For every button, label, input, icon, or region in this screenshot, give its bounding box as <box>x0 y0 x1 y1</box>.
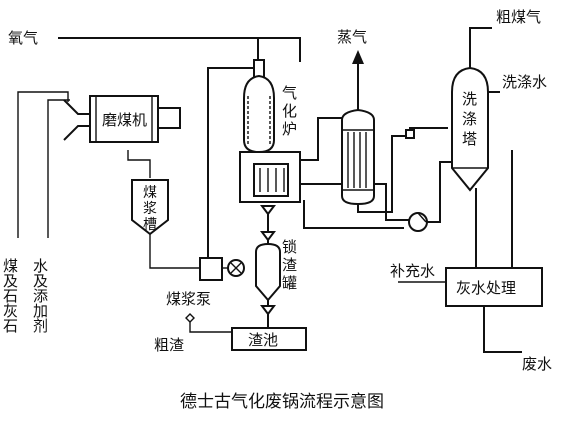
tank-to-pump-line <box>149 232 200 269</box>
scrubber-to-treatment-line <box>456 188 477 271</box>
oxygen-label: 氧气 <box>8 29 38 47</box>
grey-water-treatment-box <box>445 267 543 307</box>
recycle-pump-line <box>422 161 460 223</box>
gasifier-label-1: 气 <box>282 84 297 102</box>
waste-water-line <box>483 306 522 353</box>
wash-water-label: 洗涤水 <box>502 73 547 91</box>
steam-label: 蒸气 <box>337 28 367 46</box>
scrubber-label-1: 洗 <box>462 90 477 108</box>
coarse-slag-marker <box>185 313 195 323</box>
coarse-slag-label: 粗渣 <box>154 336 184 354</box>
slag-pool-box <box>231 327 307 351</box>
steam-arrow <box>352 50 364 64</box>
lock-hopper-label-1: 锁 <box>282 238 297 256</box>
boiler-to-scrubber-line <box>357 127 448 213</box>
makeup-water-label: 补充水 <box>390 262 435 280</box>
coal-mill: 磨煤机 <box>63 95 181 143</box>
diagram-caption: 德士古气化废锅流程示意图 <box>180 392 384 412</box>
recycle-pump <box>408 212 428 232</box>
water-feed-line <box>47 99 70 238</box>
slurry-feed-line <box>207 67 258 260</box>
waste-heat-boiler <box>341 108 375 206</box>
oxygen-line <box>58 37 301 62</box>
lock-hopper-label-2: 渣 <box>282 256 297 274</box>
scrubber-label-2: 涤 <box>462 110 477 128</box>
raw-syngas-line <box>469 27 492 70</box>
coal-mill-label: 磨煤机 <box>102 111 147 129</box>
slurry-tank-label-1: 煤 <box>143 185 157 201</box>
slurry-tank-label-2: 浆 <box>143 201 157 217</box>
scrubber-label-3: 塔 <box>462 130 477 148</box>
grey-water-treatment-label: 灰水处理 <box>456 279 516 297</box>
slurry-pump-label: 煤浆泵 <box>166 290 211 308</box>
coarse-slag-line <box>189 322 232 333</box>
lock-hopper <box>255 231 281 316</box>
waste-water-label: 废水 <box>522 355 552 373</box>
recycle-line-b <box>303 200 404 229</box>
water-additive-label: 水及添加剂 <box>31 258 49 334</box>
scrubber <box>451 66 489 192</box>
mill-to-tank-line <box>127 150 151 178</box>
slurry-pump <box>199 257 245 281</box>
coal-feed-line <box>17 91 69 238</box>
gasifier <box>239 59 301 216</box>
slurry-tank: 煤 浆 槽 <box>131 179 169 236</box>
valve <box>405 129 415 139</box>
slurry-tank-label-3: 槽 <box>143 217 157 233</box>
gasifier-label-3: 炉 <box>282 120 297 138</box>
raw-syngas-label: 粗煤气 <box>496 8 541 26</box>
gasifier-label-2: 化 <box>282 102 297 120</box>
slag-pool-label: 渣池 <box>248 331 278 349</box>
coal-limestone-label: 煤及石灰石 <box>1 258 19 333</box>
lock-hopper-label-3: 罐 <box>282 274 297 292</box>
